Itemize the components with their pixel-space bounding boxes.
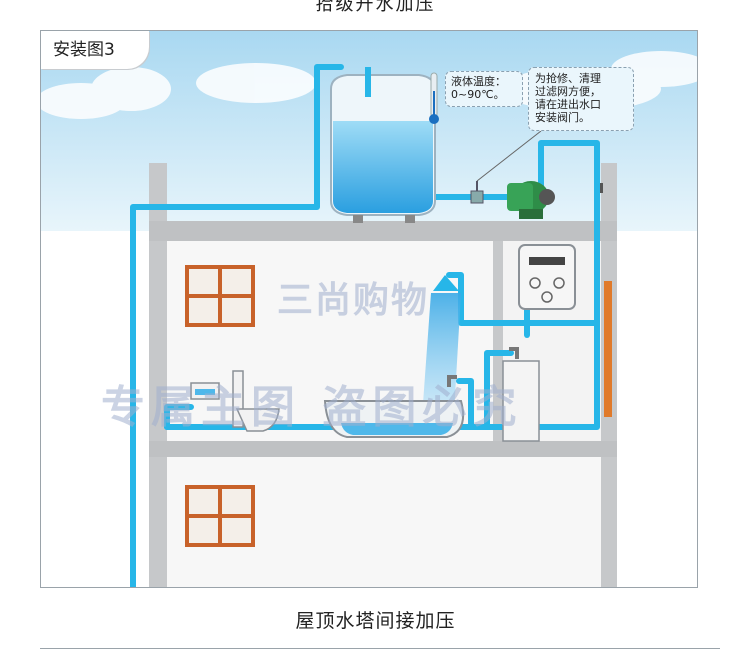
- valve-note-line3: 请在进出水口: [535, 98, 601, 111]
- drain-pipe: [604, 281, 612, 417]
- shop-watermark: 三尚购物: [277, 280, 430, 321]
- divider: [40, 648, 720, 649]
- temperature-note: 液体温度： 0~90℃。: [445, 71, 523, 107]
- inner-wall: [493, 241, 503, 587]
- valve-note: 为抢修、清理 过滤网方便， 请在进出水口 安装阀门。: [528, 67, 634, 131]
- valve-note-line1: 为抢修、清理: [535, 72, 601, 85]
- temperature-note-line1: 液体温度：: [451, 75, 506, 88]
- diagram-caption: 屋顶水塔间接加压: [295, 610, 456, 632]
- valve-callout-line: [476, 130, 542, 182]
- falling-water: [421, 293, 461, 431]
- bathtub: [323, 400, 465, 438]
- booster-pump: [507, 181, 555, 219]
- valve-note-line2: 过滤网方便，: [535, 85, 601, 98]
- water-heater: [518, 244, 576, 310]
- installation-diagram: 安装图3 液体温度： 0~90℃。 为抢修、清理 过滤网方便， 请在进出水口 安…: [40, 30, 698, 588]
- page-top-title: 拾级升水加压: [315, 0, 436, 15]
- thermometer-icon: [429, 72, 439, 124]
- window-upper: [185, 265, 255, 327]
- copyright-watermark: 专属主图 盗图必究: [101, 382, 523, 433]
- house-scene: [41, 31, 697, 587]
- wall-left: [149, 163, 167, 587]
- roof-slab: [149, 221, 617, 241]
- valve-note-line4: 安装阀门。: [535, 111, 590, 124]
- inlet-valve: [470, 181, 484, 204]
- shower-head: [433, 275, 459, 291]
- toilet: [190, 370, 280, 432]
- water-tank: [330, 67, 436, 223]
- floor-slab: [149, 441, 617, 457]
- window-lower: [185, 485, 255, 547]
- diagram-tag: 安装图3: [41, 31, 149, 69]
- wall-faucets: [447, 347, 540, 442]
- temperature-note-line2: 0~90℃。: [451, 88, 505, 101]
